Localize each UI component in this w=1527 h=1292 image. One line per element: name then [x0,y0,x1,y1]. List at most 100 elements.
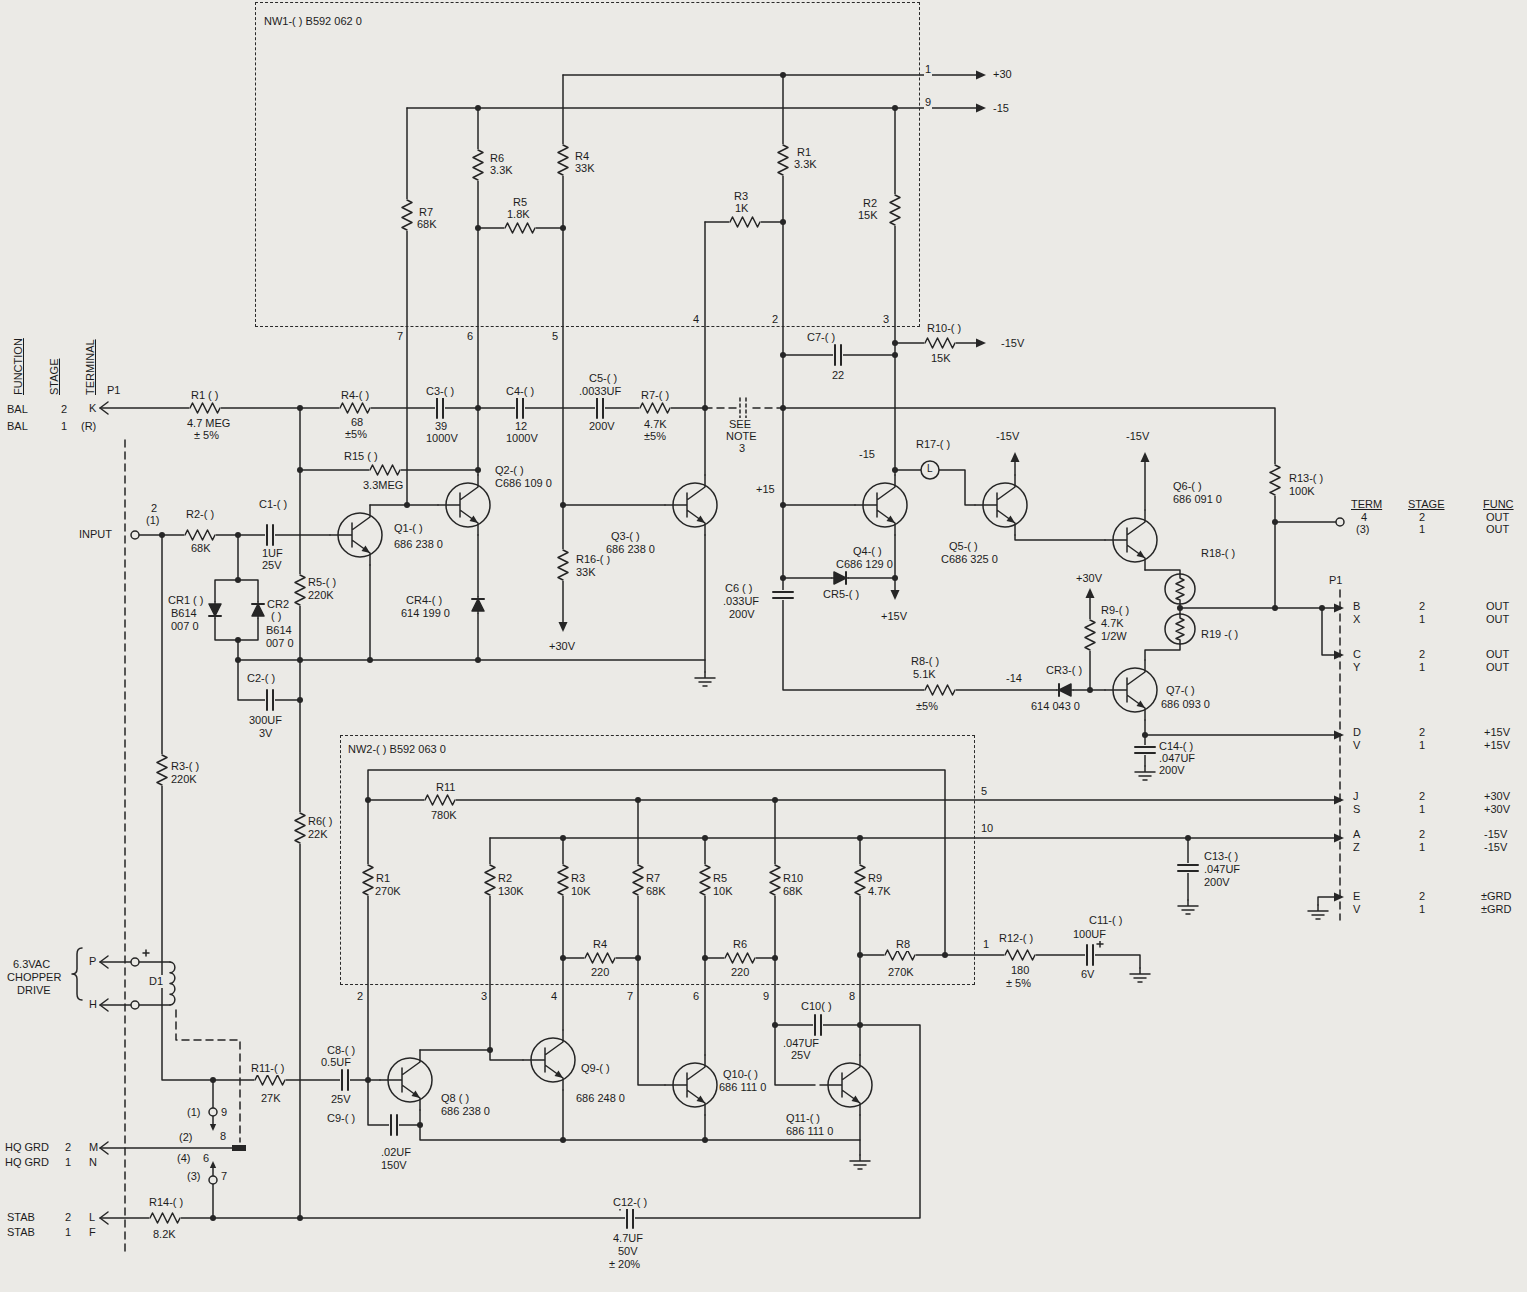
schematic-label: J [1352,790,1360,803]
symbol-group [72,75,1336,1218]
schematic-label: .047UF [1203,863,1241,876]
resistor-symbol [769,864,781,896]
wire [212,1184,214,1218]
schematic-label: 6 [202,1152,210,1165]
schematic-label: ±5% [915,700,939,713]
schematic-label: 686 111 0 [718,1081,767,1094]
schematic-label: CHOPPER [6,971,62,984]
resistor-symbol [1165,574,1195,604]
schematic-label: C686 325 0 [940,553,999,566]
schematic-label: 3V [258,727,273,740]
wire [238,660,705,672]
wire [783,504,855,506]
schematic-label: C9-( ) [326,1112,356,1125]
schematic-label: 15K [857,209,879,222]
schematic-label: STAGE [1407,498,1445,511]
resistor-symbol [924,337,956,349]
junction-dot [780,72,786,78]
schematic-label: 686 248 0 [575,1092,626,1105]
schematic-label: 10K [712,885,734,898]
wire [1097,941,1103,947]
wire [740,398,746,418]
wire [1144,462,1146,510]
schematic-label: -15V [995,430,1020,443]
wire [139,534,330,536]
schematic-label: OUT [1485,613,1510,626]
schematic-label: STAB [6,1226,36,1239]
arrowhead [891,590,900,600]
schematic-label: OUT [1485,600,1510,613]
resistor-symbol [854,864,866,896]
ground-symbol [1178,900,1198,914]
schematic-label: P1 [106,384,121,397]
schematic-label: (2) [178,1131,193,1144]
resistor-symbol [1084,619,1096,651]
schematic-label: -14 [1005,672,1023,685]
resistor-symbol [294,812,306,844]
schematic-label: 200V [1203,876,1231,889]
schematic-label: 9 [924,96,932,109]
junction-dot [560,835,566,841]
connector-chevron [100,956,108,968]
junction-dot [297,657,303,663]
schematic-label: 9 [220,1106,228,1119]
schematic-label: 8.2K [152,1228,177,1241]
schematic-label: (1) [186,1106,201,1119]
schematic-label: ±GRD [1480,890,1512,903]
schematic-label: R8-( ) [910,655,940,668]
schematic-label: 007 0 [170,620,200,633]
schematic-label: 220K [307,589,335,602]
schematic-label: R2-( ) [185,508,215,521]
junction-dot [702,955,708,961]
contact-bar [737,396,749,420]
terminal-circle [921,461,939,479]
schematic-label: CR1 ( ) [167,594,204,607]
connector-chevron [100,999,108,1011]
schematic-label: .02UF [380,1146,412,1159]
schematic-label: 1 [982,938,990,951]
resistor-symbol [189,402,221,414]
schematic-label: 10K [570,885,592,898]
schematic-label: C12-( ) [612,1196,648,1209]
schematic-label: 25V [330,1093,352,1106]
diode-symbol [207,602,223,618]
junction-dot [1319,605,1325,611]
schematic-label: D1 [148,975,164,988]
schematic-label: L [88,1211,96,1224]
schematic-label: R10 [782,872,804,885]
resistor-symbol [339,402,371,414]
schematic-label: 1000V [425,432,459,445]
resistor-symbol [777,144,789,176]
symbol-group [100,71,1344,1230]
resistor-symbol [557,864,569,896]
junction-dot [857,835,863,841]
schematic-label: R13-( ) [1288,472,1324,485]
ground-symbol [1308,905,1328,919]
schematic-label: -15 [992,102,1010,115]
schematic-label: 7 [626,990,634,1003]
schematic-label: R9-( ) [1100,604,1130,617]
schematic-label: 6.3VAC [12,958,51,971]
schematic-label: ±5% [643,430,667,443]
schematic-label: 1 [1418,613,1426,626]
schematic-label: +30V [1075,572,1103,585]
schematic-label: 6V [1080,968,1095,981]
wire [894,535,896,592]
schematic-label: R4-( ) [340,389,370,402]
schematic-label: 200V [588,420,616,433]
schematic-label: HQ GRD [4,1156,50,1169]
capacitor-symbol [1085,944,1095,966]
resistor-symbol [632,864,644,896]
ground-symbol [1135,766,1155,780]
capacitor-symbol [595,397,605,419]
schematic-label: TERM [1350,498,1383,511]
wire [783,75,1105,690]
wire [1145,720,1336,735]
junction-dot [235,637,241,643]
junction-dot [1272,605,1278,611]
transistor-symbol [665,475,717,535]
schematic-label: 686 091 0 [1172,493,1223,506]
ground-symbol [850,1155,870,1169]
schematic-label: -15V [1483,828,1508,841]
wire [704,222,706,475]
